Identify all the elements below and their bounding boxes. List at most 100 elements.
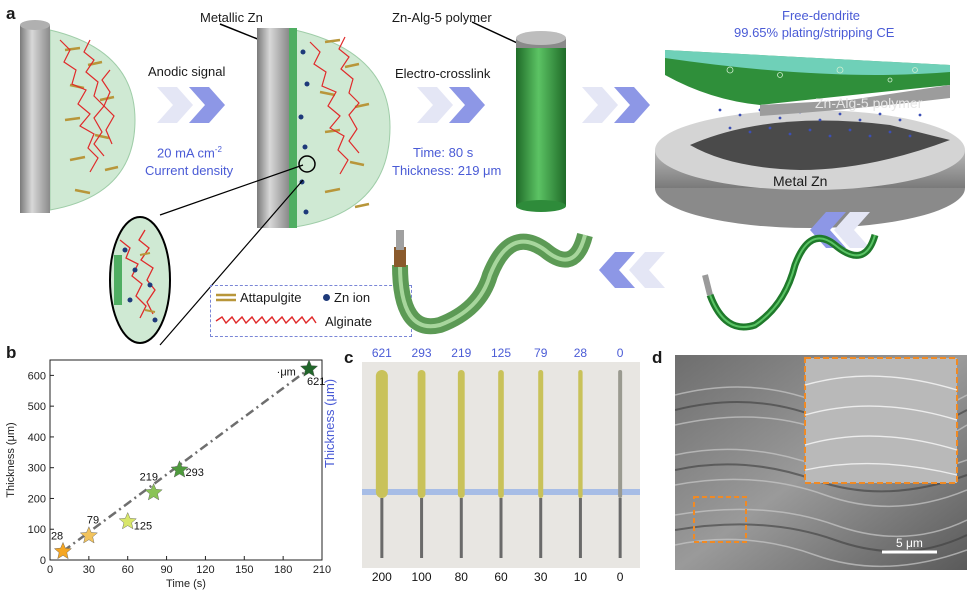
scale-bar-label: 5 μm — [896, 536, 923, 550]
electro-crosslink-label: Electro-crosslink — [395, 66, 491, 81]
legend-alginate: Alginate — [325, 314, 372, 329]
data-point-label: 621 — [307, 376, 325, 388]
coated-fiber — [618, 370, 623, 498]
coated-fiber — [417, 370, 426, 498]
bare-fiber — [539, 498, 543, 558]
y-tick-label: 100 — [28, 524, 46, 536]
bare-fiber — [459, 498, 463, 558]
data-point-star — [170, 460, 189, 478]
x-tick-label: 60 — [122, 564, 134, 576]
data-point-star — [79, 526, 98, 544]
x-axis-label: Time (s) — [166, 578, 206, 590]
thickness-label: 125 — [490, 346, 512, 360]
time-label: 60 — [494, 570, 508, 584]
bare-fiber — [499, 498, 503, 558]
data-point-label: 219 — [140, 472, 158, 484]
data-point-star — [300, 359, 319, 377]
time-label: 100 — [411, 570, 432, 584]
data-point-star — [53, 541, 72, 560]
x-tick-label: 120 — [196, 564, 214, 576]
x-tick-label: 150 — [235, 564, 253, 576]
time-label: 30 — [534, 570, 548, 584]
magnified-view — [109, 164, 304, 346]
free-dendrite-label: Free-dendrite — [782, 8, 861, 23]
time-label: 80 — [454, 570, 468, 584]
coated-fiber — [538, 370, 544, 498]
bare-fiber — [420, 498, 424, 558]
thick-fiber-spring — [392, 230, 593, 335]
y-tick-label: 200 — [28, 493, 46, 505]
ce-label: 99.65% plating/stripping CE — [734, 25, 895, 40]
chart-annotation: ·μm — [277, 366, 296, 378]
legend-icons — [216, 293, 236, 302]
x-tick-label: 30 — [83, 564, 95, 576]
thickness-label-row: 621 293 219 125 79 28 0 — [362, 346, 640, 362]
coated-fiber — [498, 370, 504, 498]
data-point-star — [144, 483, 163, 501]
thickness-label: 621 — [371, 346, 392, 360]
current-density-label: Current density — [145, 163, 234, 178]
thickness-label: 0 — [616, 346, 624, 360]
x-tick-label: 90 — [160, 564, 172, 576]
arrow-icon-3 — [582, 87, 650, 123]
data-point-label: 125 — [134, 521, 152, 533]
thickness-label: 79 — [534, 346, 548, 360]
metal-zn-label: Metal Zn — [773, 173, 828, 189]
panel-letter-b: b — [6, 343, 17, 362]
alginate-icon — [215, 315, 317, 325]
panel-letter-c: c — [344, 348, 354, 367]
data-point-label: 79 — [87, 515, 99, 527]
x-tick-label: 0 — [47, 564, 53, 576]
coated-fiber — [578, 370, 583, 498]
thickness-label: 28 — [573, 346, 588, 360]
rod-with-zn-ions — [219, 23, 391, 228]
y-tick-label: 400 — [28, 432, 46, 444]
current-density-value: 20 mA cm-2 — [157, 145, 222, 161]
y-tick-label: 0 — [40, 555, 46, 567]
sem-image — [675, 355, 967, 570]
metal-zn-disc — [655, 50, 965, 228]
polymer-top-label: Zn-Alg-5 polymer — [392, 10, 492, 25]
time-label: 0 — [616, 570, 624, 584]
x-tick-label: 180 — [274, 564, 292, 576]
photo-ylabel: Thickness (μm) — [322, 378, 337, 468]
metallic-zn-label: Metallic Zn — [200, 10, 263, 25]
panel-letter-a: a — [6, 4, 16, 23]
green-polymer-rod — [471, 21, 566, 212]
thin-fiber-spring — [702, 233, 879, 331]
y-tick-label: 600 — [28, 370, 46, 382]
bare-fiber — [618, 498, 622, 558]
arrow-icon-2 — [417, 87, 485, 123]
arrow-icon-1 — [157, 87, 225, 123]
plot-frame — [49, 359, 323, 561]
data-point-star — [118, 511, 137, 530]
time-label: 200 — [371, 570, 392, 584]
y-tick-label: 300 — [28, 463, 46, 475]
legend-attapulgite: Attapulgite — [240, 290, 302, 305]
thickness-label: Thickness: 219 μm — [392, 163, 502, 178]
data-point-label: 293 — [186, 467, 204, 479]
time-label: Time: 80 s — [413, 145, 474, 160]
coated-fiber — [375, 370, 388, 498]
rod-with-gel — [20, 20, 136, 213]
coated-fiber — [457, 370, 465, 498]
data-point-label: 28 — [51, 530, 63, 542]
thickness-label: 219 — [451, 346, 472, 360]
panel-letter-d: d — [652, 348, 663, 367]
polymer-layer-label: Zn-Alg-5 polymer — [815, 95, 923, 111]
thickness-time-chart: 0 30 60 90 120 150 180 210 0 100 200 300 400 500 600Ti… — [5, 359, 331, 590]
x-tick-label: 210 — [313, 564, 331, 576]
arrow-icon-5 — [599, 252, 665, 288]
fiber-samples — [375, 370, 623, 558]
bare-fiber — [380, 498, 384, 558]
y-tick-label: 500 — [28, 401, 46, 413]
fit-line — [62, 367, 310, 553]
thickness-label: 293 — [411, 346, 432, 360]
anodic-signal-label: Anodic signal — [148, 64, 226, 79]
bare-fiber — [578, 498, 582, 558]
legend-zn-ion: Zn ion — [334, 290, 371, 305]
y-axis-label: Thickness (μm) — [5, 422, 17, 497]
time-label: 10 — [573, 570, 588, 584]
zn-ion-icon — [323, 294, 330, 301]
